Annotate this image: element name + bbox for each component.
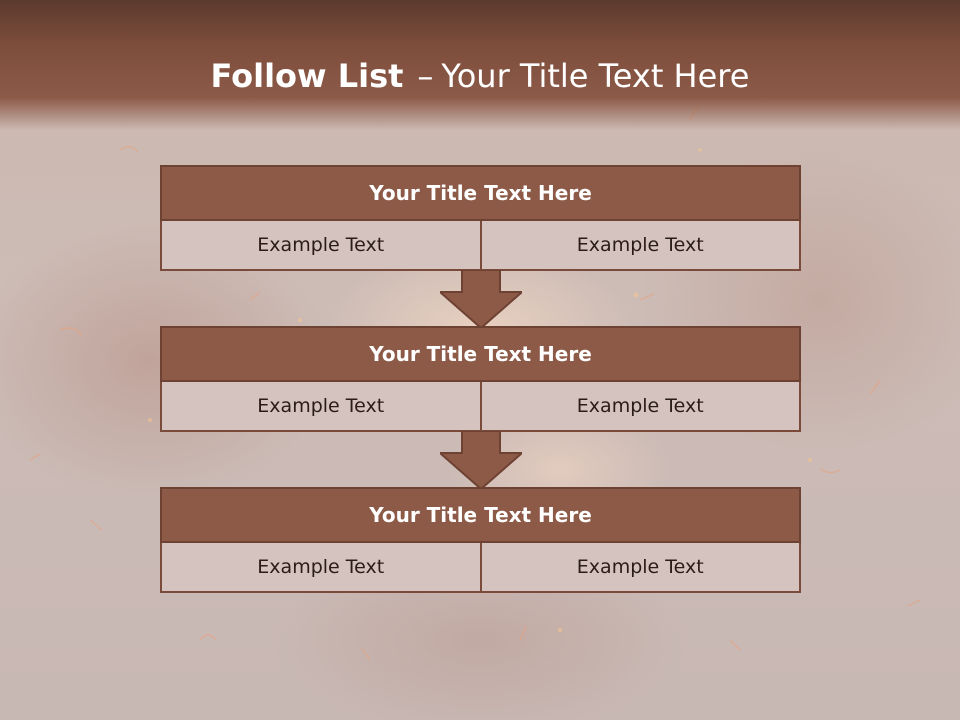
block-cell-right: Example Text <box>479 382 801 432</box>
down-arrow-icon <box>440 270 522 328</box>
page-title-rest: Your Title Text Here <box>441 57 750 95</box>
block-cell-right: Example Text <box>479 221 801 271</box>
block-title: Your Title Text Here <box>160 326 801 382</box>
list-block-3: Your Title Text Here Example Text Exampl… <box>160 487 801 593</box>
block-cell-left: Example Text <box>160 221 482 271</box>
list-block-2: Your Title Text Here Example Text Exampl… <box>160 326 801 432</box>
list-block-1: Your Title Text Here Example Text Exampl… <box>160 165 801 271</box>
page-title-bold: Follow List <box>210 57 404 95</box>
block-title: Your Title Text Here <box>160 487 801 543</box>
block-title: Your Title Text Here <box>160 165 801 221</box>
block-row: Example Text Example Text <box>160 543 801 593</box>
block-cell-right: Example Text <box>479 543 801 593</box>
block-row: Example Text Example Text <box>160 221 801 271</box>
down-arrow-icon <box>440 431 522 489</box>
block-row: Example Text Example Text <box>160 382 801 432</box>
block-cell-left: Example Text <box>160 382 482 432</box>
page-title-dash: – <box>417 57 434 95</box>
page-title: Follow List–Your Title Text Here <box>0 52 960 100</box>
header-bar <box>0 0 960 130</box>
block-cell-left: Example Text <box>160 543 482 593</box>
